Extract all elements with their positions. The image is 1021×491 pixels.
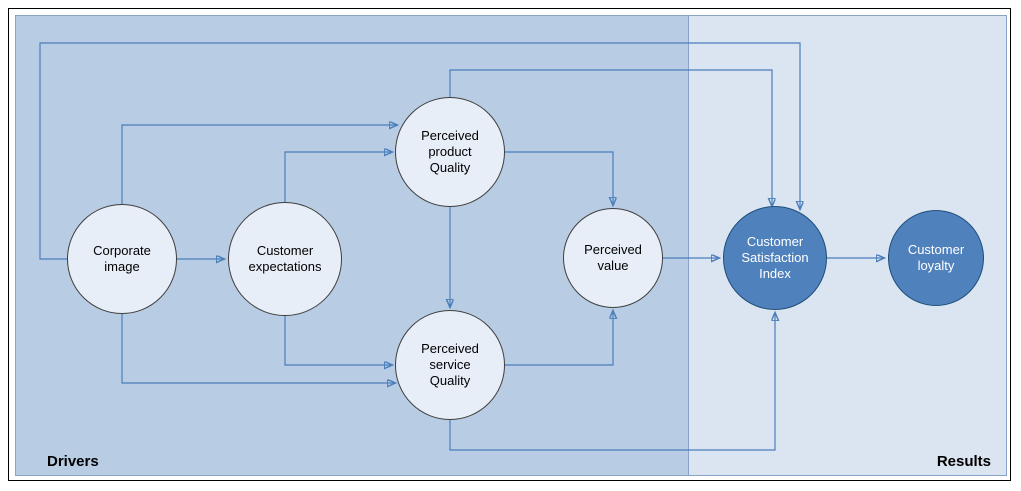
drivers-label: Drivers — [47, 453, 99, 470]
node-customer-loyalty: Customer loyalty — [888, 210, 984, 306]
node-customer-expectations: Customer expectations — [228, 202, 342, 316]
node-perceived-service-quality: Perceived service Quality — [395, 310, 505, 420]
node-perceived-product-quality: Perceived product Quality — [395, 97, 505, 207]
results-label: Results — [936, 453, 991, 470]
node-corporate-image: Corporate image — [67, 204, 177, 314]
node-customer-satisfaction-index: Customer Satisfaction Index — [723, 206, 827, 310]
node-perceived-value: Perceived value — [563, 208, 663, 308]
